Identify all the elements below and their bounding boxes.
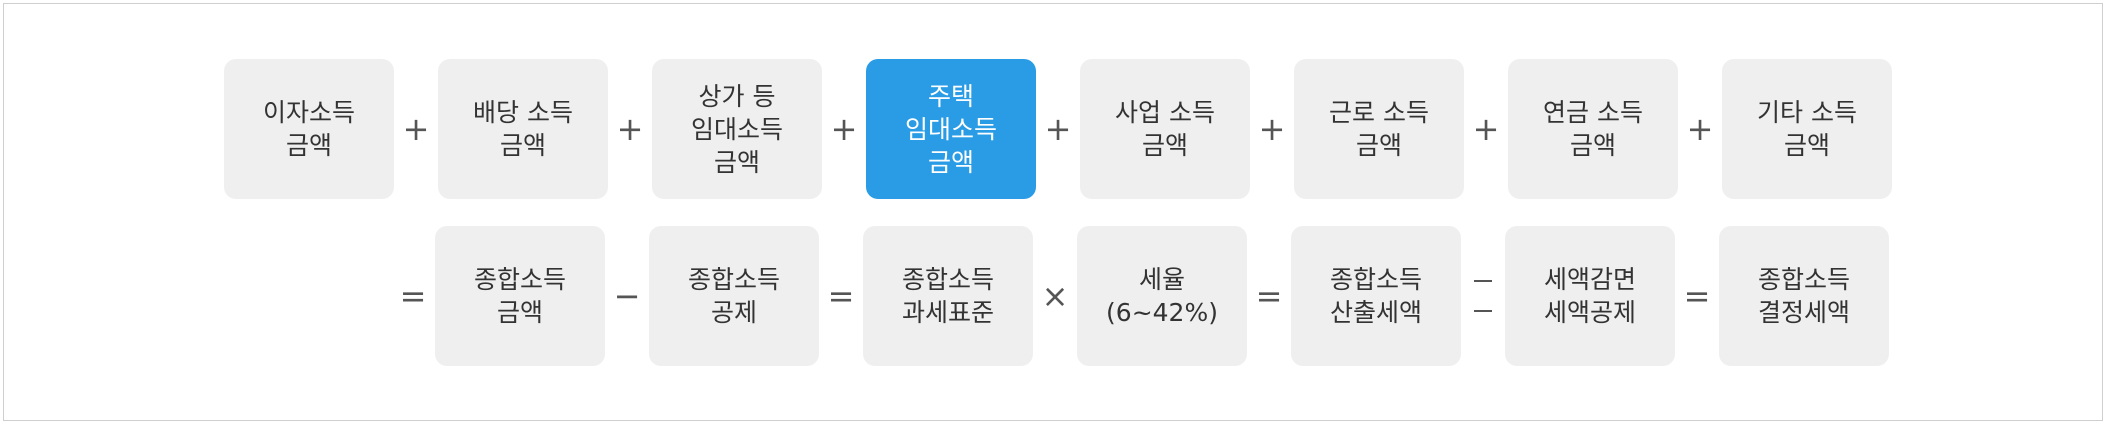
earned-income-box: 근로 소득 금액 — [1294, 59, 1464, 199]
plus-operator: + — [616, 110, 644, 148]
double-minus-operator — [1461, 226, 1505, 366]
plus-operator: + — [1686, 110, 1714, 148]
tax-base-box: 종합소득 과세표준 — [863, 226, 1033, 366]
tax-rate-box: 세율 (6~42%) — [1077, 226, 1247, 366]
comprehensive-income-deduction-box: 종합소득 공제 — [649, 226, 819, 366]
dividend-income-box: 배당 소득 금액 — [438, 59, 608, 199]
business-income-box: 사업 소득 금액 — [1080, 59, 1250, 199]
equals-operator: = — [827, 277, 855, 315]
equals-operator: = — [1255, 277, 1283, 315]
equals-operator: = — [399, 277, 427, 315]
plus-operator: + — [402, 110, 430, 148]
double-minus-icon — [1474, 280, 1492, 312]
calculated-tax-box: 종합소득 산출세액 — [1291, 226, 1461, 366]
housing-rental-income-box: 주택 임대소득 금액 — [866, 59, 1036, 199]
plus-operator: + — [830, 110, 858, 148]
minus-operator: − — [613, 277, 641, 315]
tax-calculation-row: = 종합소득 금액 − 종합소득 공제 = 종합소득 과세표준 × 세율 (6~… — [391, 226, 1889, 366]
income-components-row: 이자소득 금액 + 배당 소득 금액 + 상가 등 임대소득 금액 + 주택 임… — [224, 59, 1892, 199]
plus-operator: + — [1472, 110, 1500, 148]
tax-reduction-credit-box: 세액감면 세액공제 — [1505, 226, 1675, 366]
equals-operator: = — [1683, 277, 1711, 315]
comprehensive-income-amount-box: 종합소득 금액 — [435, 226, 605, 366]
determined-tax-box: 종합소득 결정세액 — [1719, 226, 1889, 366]
pension-income-box: 연금 소득 금액 — [1508, 59, 1678, 199]
commercial-rental-income-box: 상가 등 임대소득 금액 — [652, 59, 822, 199]
multiply-operator: × — [1041, 277, 1069, 315]
interest-income-box: 이자소득 금액 — [224, 59, 394, 199]
plus-operator: + — [1258, 110, 1286, 148]
diagram-frame: 이자소득 금액 + 배당 소득 금액 + 상가 등 임대소득 금액 + 주택 임… — [3, 3, 2103, 421]
other-income-box: 기타 소득 금액 — [1722, 59, 1892, 199]
plus-operator: + — [1044, 110, 1072, 148]
